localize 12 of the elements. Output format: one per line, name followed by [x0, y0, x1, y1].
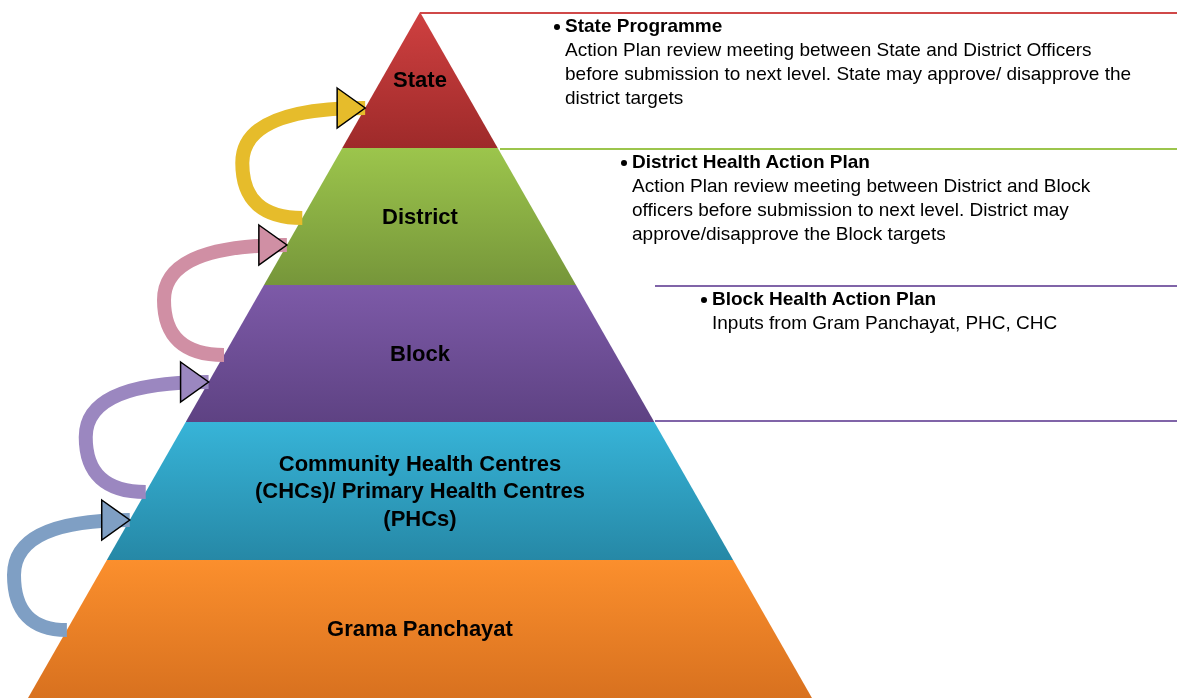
band-description: Inputs from Gram Panchayat, PHC, CHC — [712, 311, 1059, 335]
layer-label: Community Health Centres (CHCs)/ Primary Health Centres (PHCs) — [253, 449, 587, 533]
layer-label: State — [393, 66, 447, 94]
band-description: Action Plan review meeting between State and District Officers before submission to next level. State may approve/ disapprove the district targets — [565, 38, 1133, 110]
band-heading: District Health Action Plan — [632, 150, 871, 174]
layer-label: District — [382, 202, 458, 231]
band-heading: State Programme — [565, 14, 724, 38]
description-band — [655, 285, 1177, 422]
band-heading: Block Health Action Plan — [712, 287, 938, 311]
layer-label: Block — [390, 339, 450, 368]
band-description: Action Plan review meeting between District and Block officers before submission to next level. District may approve/disapprove the Block targets — [632, 174, 1092, 246]
layer-label: Grama Panchayat — [327, 615, 513, 643]
